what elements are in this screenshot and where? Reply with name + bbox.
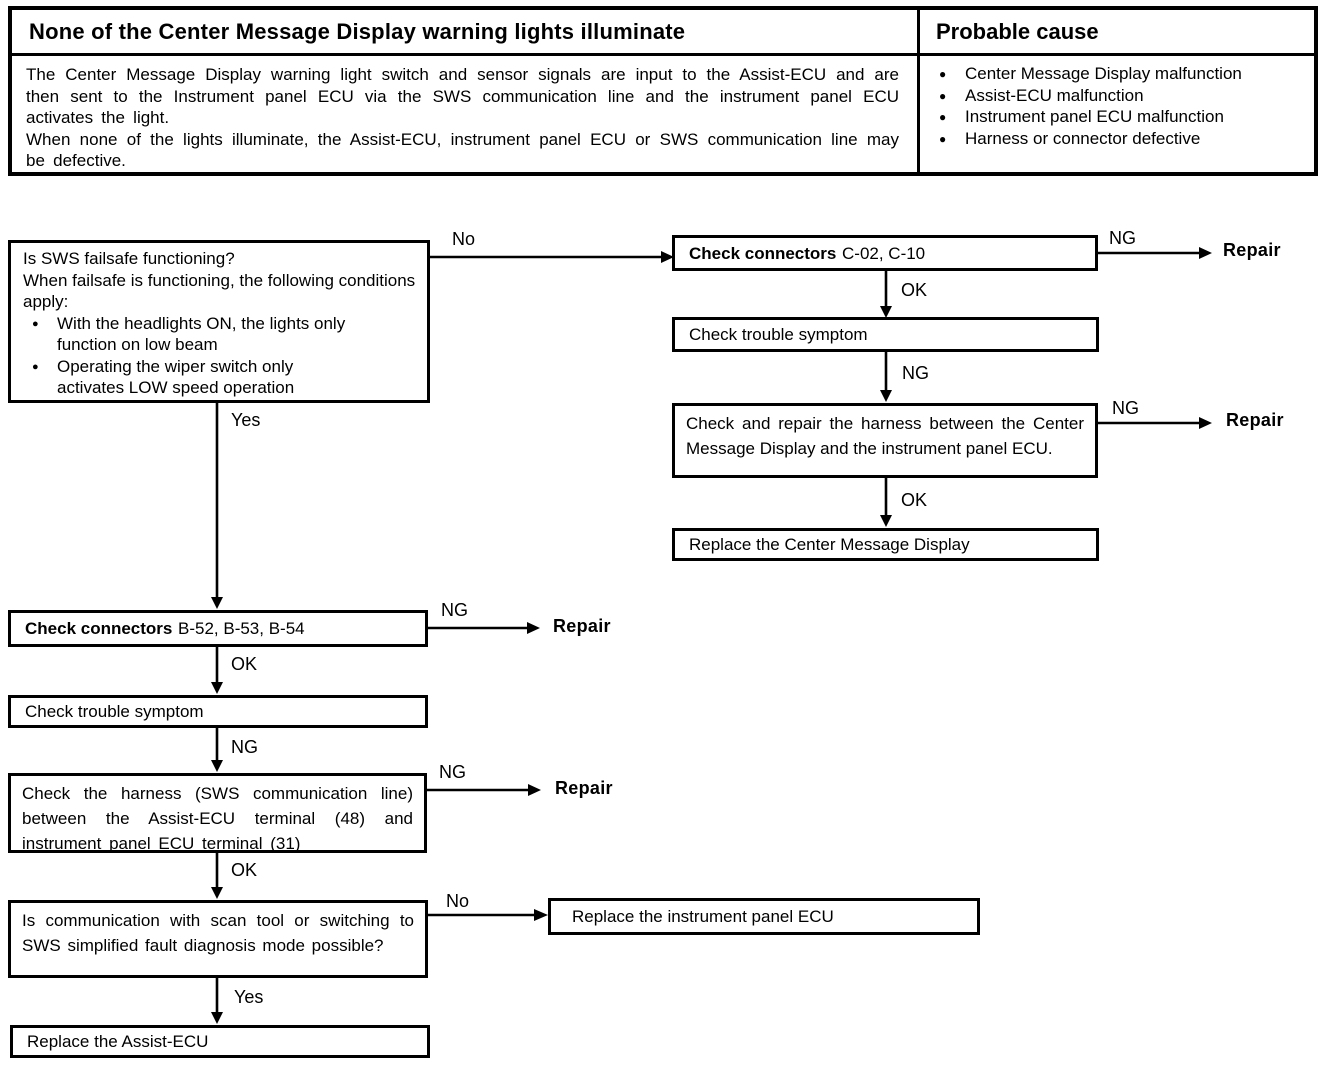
branch-label-ng: NG (231, 737, 258, 757)
header-table: None of the Center Message Display warni… (8, 6, 1318, 176)
replace-center-message-display-box: Replace the Center Message Display (672, 528, 1099, 561)
repair-outcome-label: Repair (1226, 410, 1284, 430)
repair-outcome-label: Repair (1223, 240, 1281, 260)
decision-sws-failsafe-box: Is SWS failsafe functioning? When failsa… (8, 240, 430, 403)
step-label-bold: Check connectors (25, 619, 173, 638)
branch-label-ok: OK (901, 280, 928, 300)
failsafe-condition-item: Operating the wiper switch only activate… (23, 356, 417, 399)
branch-label-ng: NG (1112, 398, 1139, 418)
branch-label-ok: OK (231, 654, 258, 674)
arrow-no-to-check-connectors-c (430, 251, 674, 263)
arrow-ok-harness-repair-to-replace-cmd (880, 478, 892, 527)
decision-scan-tool-box: Is communication with scan tool or switc… (8, 900, 428, 978)
header-column-divider (917, 10, 920, 172)
header-row-divider (12, 53, 1314, 56)
branch-label-ok: OK (901, 490, 928, 510)
replace-assist-ecu-box: Replace the Assist-ECU (10, 1025, 430, 1058)
failsafe-conditions-list: With the headlights ON, the lights only … (23, 313, 417, 399)
branch-label-ng: NG (1109, 228, 1136, 248)
symptom-description-paragraph: When none of the lights illuminate, the … (26, 129, 899, 171)
repair-outcome-label: Repair (555, 778, 613, 798)
probable-cause-title: Probable cause (936, 18, 1099, 44)
arrow-ng-check-harness-to-repair (427, 784, 541, 796)
arrow-ng-harness-repair-to-repair (1098, 417, 1212, 429)
branch-label-ng: NG (439, 762, 466, 782)
check-trouble-symptom-left-box: Check trouble symptom (8, 695, 428, 728)
branch-label-no: No (446, 891, 470, 911)
branch-label-yes: Yes (231, 410, 261, 430)
branch-label-no: No (452, 229, 476, 249)
arrow-ng-trouble-symptom-to-harness-repair (880, 352, 892, 402)
arrow-ng-check-connectors-c-to-repair (1098, 247, 1212, 259)
check-trouble-symptom-right-box: Check trouble symptom (672, 317, 1099, 352)
probable-cause-list: Center Message Display malfunction Assis… (920, 56, 1314, 172)
probable-cause-item: Center Message Display malfunction (920, 63, 1308, 85)
branch-label-ng: NG (902, 363, 929, 383)
step-label-bold: Check connectors (689, 243, 837, 263)
check-repair-harness-box: Check and repair the harness between the… (672, 403, 1098, 478)
probable-cause-item: Assist-ECU malfunction (920, 85, 1308, 106)
replace-instrument-panel-ecu-box: Replace the instrument panel ECU (548, 898, 980, 935)
probable-cause-item: Instrument panel ECU malfunction (920, 106, 1308, 128)
decision-note: When failsafe is functioning, the follow… (23, 270, 416, 312)
symptom-description: The Center Message Display warning light… (12, 56, 917, 172)
branch-label-ng: NG (441, 600, 468, 620)
check-harness-sws-box: Check the harness (SWS communication lin… (8, 773, 427, 853)
trouble-symptom-title: None of the Center Message Display warni… (29, 18, 686, 44)
step-label-detail: C-02, C-10 (842, 243, 926, 263)
arrow-ng-trouble-symptom-to-check-harness (211, 728, 223, 772)
branch-label-ok: OK (231, 860, 258, 880)
repair-outcome-label: Repair (553, 616, 611, 636)
failsafe-condition-item: With the headlights ON, the lights only … (23, 313, 417, 356)
symptom-description-paragraph: The Center Message Display warning light… (26, 65, 899, 127)
probable-cause-item: Harness or connector defective (920, 128, 1308, 149)
arrow-yes-scan-tool-to-replace-assist-ecu (211, 978, 223, 1024)
step-label-detail: B-52, B-53, B-54 (178, 619, 305, 638)
arrow-no-scan-tool-to-replace-instrument-ecu (428, 909, 548, 921)
arrow-ok-check-connectors-b-to-trouble-symptom (211, 647, 223, 694)
branch-label-yes: Yes (234, 987, 264, 1007)
arrow-ok-check-connectors-c-to-trouble-symptom (880, 271, 892, 318)
arrow-yes-to-check-connectors-b (211, 403, 223, 609)
arrow-ng-check-connectors-b-to-repair (428, 622, 540, 634)
decision-question: Is SWS failsafe functioning? (23, 249, 235, 268)
check-connectors-b-box: Check connectors B-52, B-53, B-54 (8, 610, 428, 647)
arrow-ok-check-harness-to-scan-tool (211, 853, 223, 899)
